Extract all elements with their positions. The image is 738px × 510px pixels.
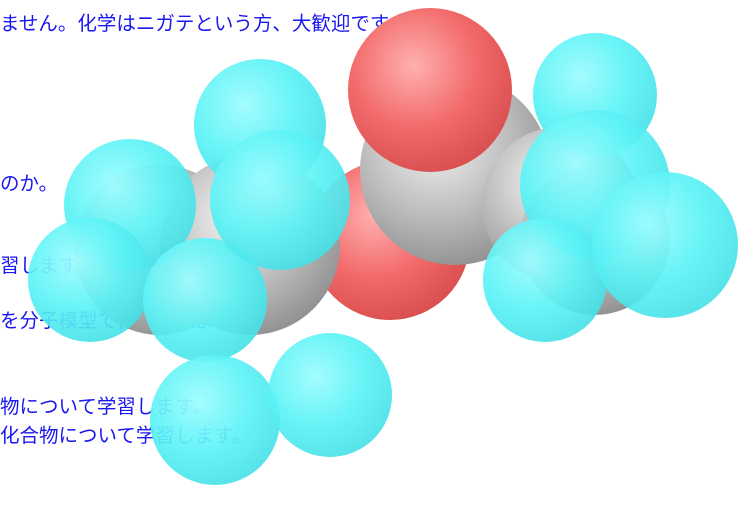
hydrogen-atom-6 <box>150 355 280 485</box>
hydrogen-atom-5 <box>210 130 350 270</box>
text-line-2: のか。 <box>0 172 59 195</box>
hydrogen-atom-10 <box>483 218 607 342</box>
hydrogen-atom-4 <box>143 238 267 362</box>
hydrogen-atom-7 <box>268 333 392 457</box>
hydrogen-atom-3 <box>28 218 152 342</box>
text-line-1: ません。化学はニガテという方、大歓迎です。 <box>0 12 407 35</box>
hydrogen-atom-11 <box>592 172 738 318</box>
oxygen-atom-carbonyl <box>348 8 512 172</box>
